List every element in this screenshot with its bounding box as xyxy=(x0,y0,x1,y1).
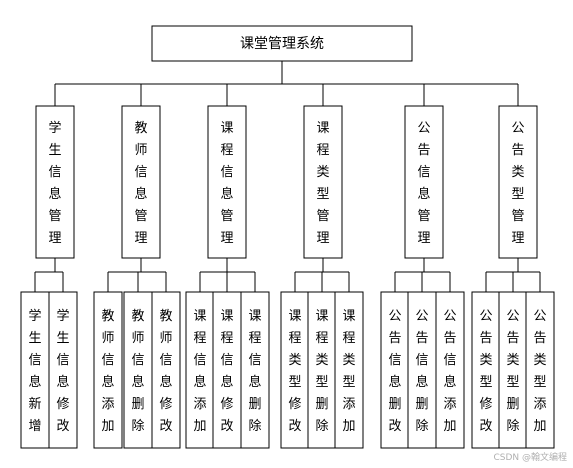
leaf-node: 公告信息删改 xyxy=(380,291,410,449)
leaf-label: 课程信息添加 xyxy=(193,309,206,434)
leaf-label: 公告信息删除 xyxy=(415,309,428,434)
leaf-box xyxy=(93,291,123,449)
module-label: 教师信息管理 xyxy=(134,120,147,246)
leaf-box xyxy=(380,291,410,449)
leaf-label: 公告类型修改 xyxy=(479,309,492,434)
root-node: 课堂管理系统 xyxy=(151,25,413,62)
leaf-node: 公告类型删除 xyxy=(498,291,528,449)
leaf-label: 课程类型删除 xyxy=(315,309,328,434)
leaf-node: 课程信息修改 xyxy=(212,291,242,449)
leaf-box xyxy=(525,291,555,449)
module-node: 公告类型管理 xyxy=(498,105,538,259)
leaf-node: 教师信息添加 xyxy=(93,291,123,449)
leaf-node: 学生信息修改 xyxy=(48,291,78,449)
leaf-box xyxy=(471,291,501,449)
leaf-box xyxy=(123,291,153,449)
leaf-label: 学生信息修改 xyxy=(56,308,69,434)
module-box xyxy=(303,105,343,259)
leaf-label: 公告信息删改 xyxy=(388,309,401,434)
leaf-node: 公告信息删除 xyxy=(407,291,437,449)
leaf-label: 教师信息删除 xyxy=(131,308,144,434)
module-node: 公告信息管理 xyxy=(404,105,444,259)
leaf-node: 课程类型添加 xyxy=(334,291,364,449)
module-box xyxy=(498,105,538,259)
leaf-label: 教师信息修改 xyxy=(159,308,172,434)
leaf-label: 学生信息新增 xyxy=(28,308,41,434)
module-label: 公告信息管理 xyxy=(417,121,430,246)
leaf-node: 学生信息新增 xyxy=(20,291,50,449)
connector-lines xyxy=(34,61,541,292)
leaf-node: 课程信息删除 xyxy=(240,291,270,449)
leaf-box xyxy=(334,291,364,449)
leaf-label: 课程类型添加 xyxy=(342,309,355,434)
module-box xyxy=(207,105,247,259)
leaf-node: 课程类型删除 xyxy=(307,291,337,449)
leaf-box xyxy=(20,291,50,449)
module-node: 学生信息管理 xyxy=(35,105,75,259)
leaf-nodes: 学生信息新增 学生信息修改 教师信息添加 教师信息删除 教师信息修改 课程信息添加 课程信息… xyxy=(20,291,555,449)
module-nodes: 学生信息管理 教师信息管理 课程信息管理 课程类型管理 公告信息管理 公告类型管理 xyxy=(35,105,538,259)
leaf-node: 公告类型添加 xyxy=(525,291,555,449)
leaf-node: 课程类型修改 xyxy=(280,291,310,449)
leaf-label: 课程类型修改 xyxy=(288,309,301,434)
module-box xyxy=(404,105,444,259)
module-label: 课程类型管理 xyxy=(316,121,329,246)
leaf-box xyxy=(280,291,310,449)
leaf-node: 教师信息修改 xyxy=(151,291,181,449)
root-node-label: 课堂管理系统 xyxy=(240,36,324,52)
leaf-label: 课程信息修改 xyxy=(220,309,233,434)
leaf-node: 课程信息添加 xyxy=(185,291,215,449)
leaf-label: 教师信息添加 xyxy=(101,308,114,434)
module-box xyxy=(121,105,161,259)
module-box xyxy=(35,105,75,259)
leaf-box xyxy=(407,291,437,449)
leaf-label: 公告类型删除 xyxy=(506,309,519,434)
leaf-label: 公告信息添加 xyxy=(443,309,456,434)
module-label: 学生信息管理 xyxy=(48,120,61,246)
leaf-box xyxy=(48,291,78,449)
leaf-label: 公告类型添加 xyxy=(533,309,546,434)
leaf-node: 教师信息删除 xyxy=(123,291,153,449)
module-label: 课程信息管理 xyxy=(220,121,233,246)
leaf-label: 课程信息删除 xyxy=(248,309,261,434)
leaf-node: 公告信息添加 xyxy=(435,291,465,449)
module-node: 课程信息管理 xyxy=(207,105,247,259)
leaf-box xyxy=(151,291,181,449)
leaf-node: 公告类型修改 xyxy=(471,291,501,449)
watermark: CSDN @翰文编程 xyxy=(493,453,567,463)
leaf-box xyxy=(435,291,465,449)
module-label: 公告类型管理 xyxy=(511,121,524,246)
module-node: 教师信息管理 xyxy=(121,105,161,259)
module-node: 课程类型管理 xyxy=(303,105,343,259)
leaf-box xyxy=(240,291,270,449)
